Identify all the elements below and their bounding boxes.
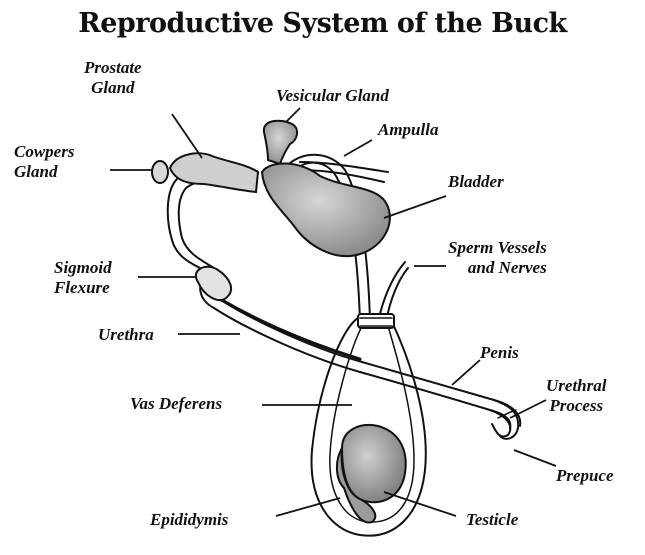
leader-bladder — [384, 196, 446, 218]
label-penis: Penis — [480, 343, 519, 363]
label-sigmoid-flexure: Sigmoid Flexure — [54, 258, 112, 298]
leader-penis — [452, 360, 480, 385]
leader-epididymis — [276, 498, 340, 516]
label-cowpers-line2: Gland — [14, 162, 74, 182]
label-urethral-line1: Urethral — [546, 376, 606, 396]
label-prostate-gland-line2: Gland — [84, 78, 142, 98]
vesicular-gland-shape — [264, 121, 297, 164]
label-sperm-line2: and Nerves — [448, 258, 547, 278]
diagram-title: Reproductive System of the Buck — [0, 8, 645, 39]
label-prostate-gland: Prostate Gland — [84, 58, 142, 98]
label-urethra: Urethra — [98, 325, 154, 345]
label-ampulla: Ampulla — [378, 120, 438, 140]
cowpers-gland-shape — [152, 161, 168, 183]
bladder-shape — [262, 163, 390, 256]
label-bladder: Bladder — [448, 172, 504, 192]
label-prepuce: Prepuce — [556, 466, 614, 486]
label-sperm-vessels: Sperm Vessels and Nerves — [448, 238, 547, 278]
label-testicle: Testicle — [466, 510, 518, 530]
label-urethral-line2: Process — [546, 396, 606, 416]
label-sperm-line1: Sperm Vessels — [448, 238, 547, 258]
label-epididymis: Epididymis — [150, 510, 228, 530]
label-sigmoid-line1: Sigmoid — [54, 258, 112, 278]
label-sigmoid-line2: Flexure — [54, 278, 112, 298]
leader-prostate — [172, 114, 202, 158]
leader-urethral-process — [510, 400, 546, 418]
leader-vesicular — [286, 108, 300, 122]
leader-ampulla — [344, 140, 372, 156]
prostate-gland-shape — [170, 153, 258, 192]
label-prostate-gland-line1: Prostate — [84, 58, 142, 78]
leader-prepuce — [514, 450, 556, 466]
label-urethral-process: Urethral Process — [546, 376, 606, 416]
label-vas-deferens: Vas Deferens — [130, 394, 222, 414]
label-vesicular-gland: Vesicular Gland — [276, 86, 389, 106]
label-cowpers-gland: Cowpers Gland — [14, 142, 74, 182]
label-cowpers-line1: Cowpers — [14, 142, 74, 162]
